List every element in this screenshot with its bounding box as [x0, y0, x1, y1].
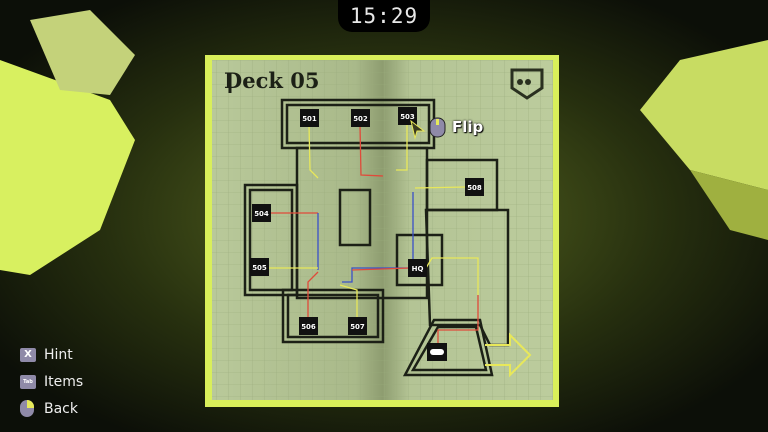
svg-text:504: 504 [254, 210, 269, 218]
gamepad-icon[interactable] [427, 343, 447, 361]
back-label: Back [44, 400, 78, 417]
circuit-wires [268, 124, 532, 378]
items-control[interactable]: Tab Items [20, 368, 83, 395]
hint-label: Hint [44, 346, 73, 363]
deck-title: Deck 05 [224, 68, 320, 93]
background-machinery [0, 10, 768, 275]
map-book [205, 55, 559, 407]
control-hints: X Hint Tab Items Back [20, 341, 83, 422]
room-501[interactable]: 501 [300, 109, 319, 127]
room-hq[interactable]: HQ [408, 259, 427, 277]
svg-text:506: 506 [301, 323, 316, 331]
room-508[interactable]: 508 [465, 178, 484, 196]
mouse-right-icon [20, 400, 34, 417]
room-507[interactable]: 507 [348, 317, 367, 335]
mouse-left-icon [429, 117, 446, 138]
hint-control[interactable]: X Hint [20, 341, 83, 368]
room-504[interactable]: 504 [252, 204, 271, 222]
room-506[interactable]: 506 [299, 317, 318, 335]
back-control[interactable]: Back [20, 395, 83, 422]
svg-text:503: 503 [400, 113, 415, 121]
room-503[interactable]: 503 [398, 107, 417, 125]
room-markers: 501 502 503 504 505 506 507 508 HQ [250, 107, 484, 361]
svg-text:508: 508 [467, 184, 482, 192]
svg-text:501: 501 [302, 115, 317, 123]
svg-text:HQ: HQ [412, 265, 424, 273]
svg-text:507: 507 [350, 323, 365, 331]
room-502[interactable]: 502 [351, 109, 370, 127]
svg-text:505: 505 [252, 264, 267, 272]
room-505[interactable]: 505 [250, 258, 269, 276]
clock: 15:29 [338, 0, 430, 32]
svg-text:502: 502 [353, 115, 368, 123]
items-label: Items [44, 373, 84, 390]
flip-button[interactable]: Flip [452, 118, 484, 136]
tab-key-icon: Tab [20, 374, 36, 389]
x-key-icon: X [20, 347, 36, 362]
cursor-icon [410, 119, 426, 140]
deck-emblem-icon [510, 68, 544, 100]
